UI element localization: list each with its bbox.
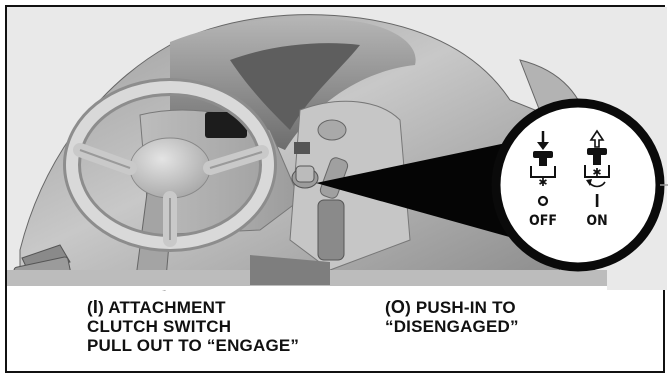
- on-symbol-icon: [596, 194, 599, 207]
- disengage-symbol-icon: O: [391, 297, 405, 317]
- engage-caption: (I) ATTACHMENT CLUTCH SWITCH PULL OUT TO…: [87, 298, 299, 355]
- engage-caption-line2: CLUTCH SWITCH: [87, 317, 299, 336]
- svg-text:✱: ✱: [538, 176, 547, 189]
- callout-circle: ✱ OFF ✱ ON: [496, 103, 660, 267]
- engage-caption-line3: PULL OUT TO “ENGAGE”: [87, 336, 299, 355]
- svg-text:✱: ✱: [592, 166, 601, 179]
- clutch-switch: [292, 166, 318, 188]
- engage-caption-line1: (I) ATTACHMENT: [87, 298, 299, 317]
- disengage-caption: (O) PUSH-IN TO “DISENGAGED”: [385, 298, 519, 336]
- off-label: OFF: [529, 213, 557, 229]
- disengage-caption-line2: “DISENGAGED”: [385, 317, 519, 336]
- on-label: ON: [586, 213, 607, 229]
- disengage-caption-line1: (O) PUSH-IN TO: [385, 298, 519, 317]
